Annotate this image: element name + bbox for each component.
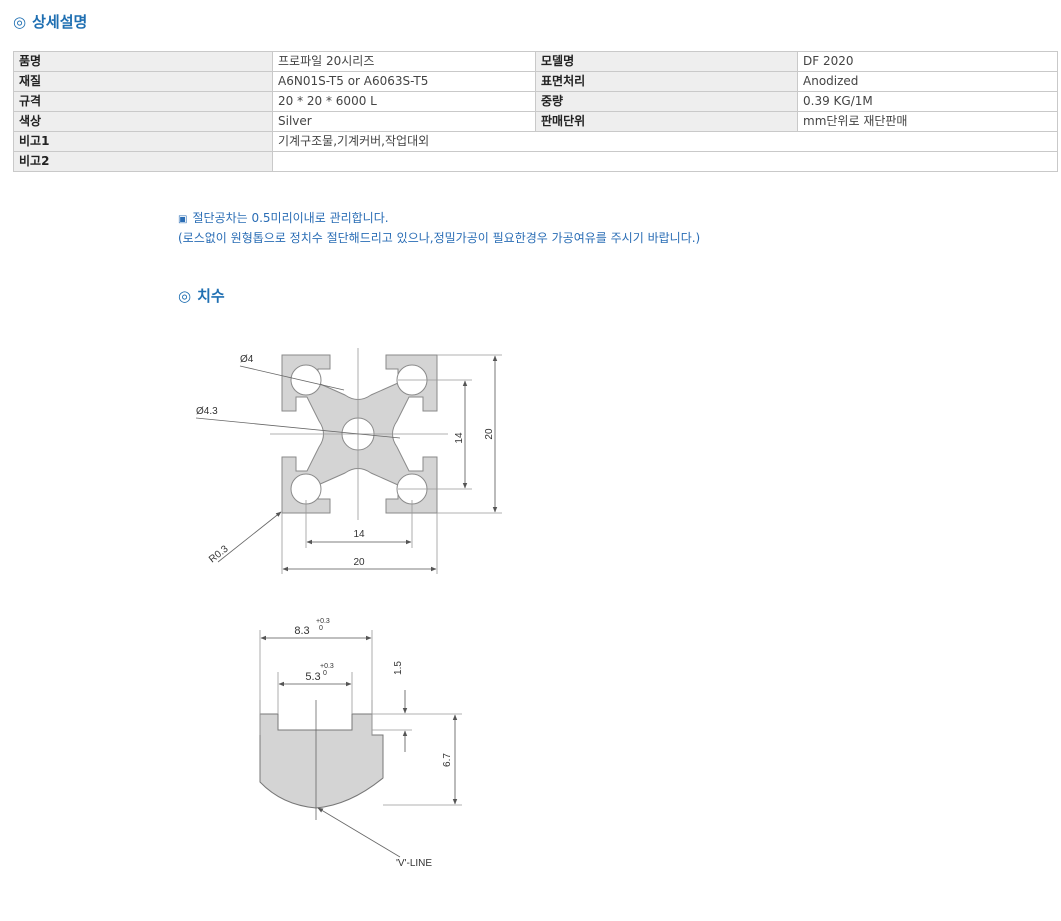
circle-mark-icon: ◎ [13, 13, 27, 31]
spec-table: 품명 프로파일 20시리즈 모델명 DF 2020 재질 A6N01S-T5 o… [13, 51, 1058, 172]
label-vline: 'V'-LINE [396, 858, 432, 869]
label-color: 색상 [13, 111, 273, 132]
section-title-details: ◎ 상세설명 [13, 11, 87, 32]
label-dim-20-v: 20 [484, 428, 495, 440]
label-depth: 6.7 [442, 753, 453, 767]
cut-tolerance-note: ▣ 절단공차는 0.5미리이내로 관리합니다. [178, 209, 389, 226]
label-center-dia: Ø4.3 [196, 406, 218, 417]
hole-top-left [290, 364, 322, 396]
label-tol-outer-lower: 0 [319, 625, 323, 632]
value-product-name: 프로파일 20시리즈 [272, 51, 536, 72]
table-row: 품명 프로파일 20시리즈 모델명 DF 2020 [13, 51, 1058, 72]
label-note1: 비고1 [13, 131, 273, 152]
label-dim-14-h: 14 [353, 529, 365, 540]
value-size: 20 * 20 * 6000 L [272, 91, 536, 112]
square-bullet-icon: ▣ [178, 214, 188, 225]
circle-mark-icon: ◎ [178, 287, 192, 305]
value-note2 [272, 151, 1058, 172]
slot-body [259, 713, 384, 809]
label-width-inner: 5.3 [305, 671, 320, 683]
label-tol-inner-upper: +0.3 [320, 663, 334, 670]
label-width-outer: 8.3 [294, 625, 309, 637]
label-product-name: 품명 [13, 51, 273, 72]
table-row: 비고2 [13, 151, 1058, 172]
label-size: 규격 [13, 91, 273, 112]
label-tol-inner-lower: 0 [323, 670, 327, 677]
label-sales-unit: 판매단위 [535, 111, 798, 132]
label-dim-14-v: 14 [454, 432, 465, 444]
hole-bottom-left [290, 473, 322, 505]
label-tol-outer-upper: +0.3 [316, 618, 330, 625]
section-title-text: 상세설명 [32, 13, 88, 31]
section-title-text: 치수 [197, 287, 225, 305]
label-dim-20-h: 20 [353, 557, 365, 568]
table-row: 비고1 기계구조물,기계커버,작업대외 [13, 131, 1058, 152]
cut-tolerance-note-2: (로스없이 원형톱으로 정치수 절단해드리고 있으나,정밀가공이 필요한경우 가… [178, 231, 701, 245]
label-material: 재질 [13, 71, 273, 92]
profile-cross-section: Ø4 Ø4.3 R0.3 14 20 14 20 [195, 348, 502, 574]
label-model: 모델명 [535, 51, 798, 72]
table-row: 규격 20 * 20 * 6000 L 중량 0.39 KG/1M [13, 91, 1058, 112]
note-line-1: 절단공차는 0.5미리이내로 관리합니다. [192, 211, 389, 225]
slot-detail: 8.3 +0.3 0 5.3 +0.3 0 1.5 6.7 'V'-LINE [259, 618, 462, 869]
label-weight: 중량 [535, 91, 798, 112]
label-depth-top: 1.5 [393, 661, 404, 675]
label-note2: 비고2 [13, 151, 273, 172]
label-radius: R0.3 [207, 543, 231, 565]
section-title-dimensions: ◎ 치수 [178, 285, 225, 306]
label-hole-dia: Ø4 [240, 354, 254, 365]
